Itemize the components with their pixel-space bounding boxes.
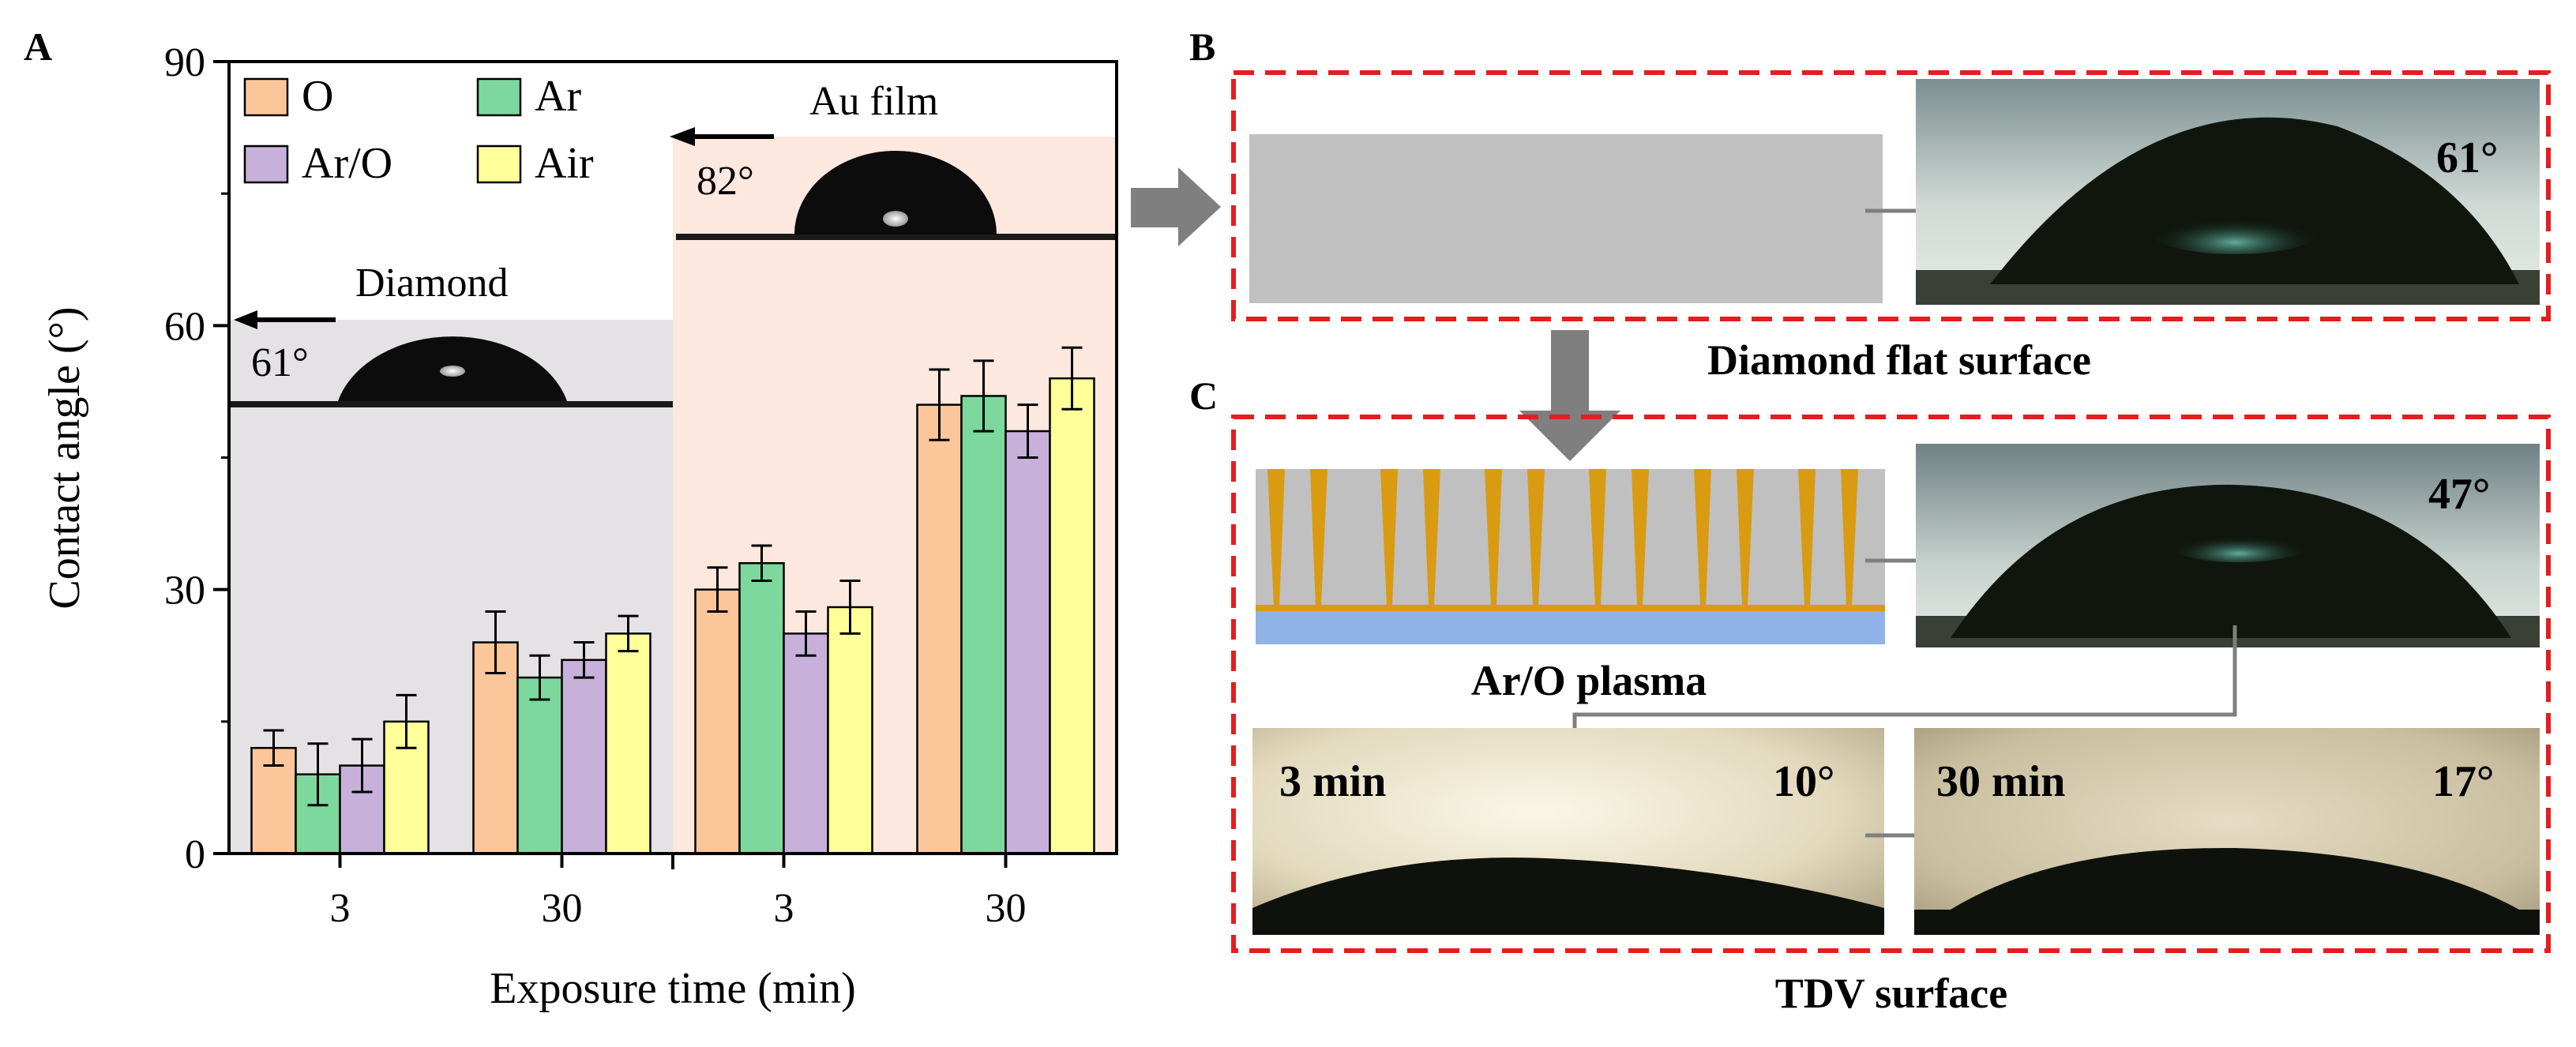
tdv-30min-angle: 17° xyxy=(2432,757,2494,806)
au-film-angle: 82° xyxy=(697,159,754,204)
diamond-arrow xyxy=(234,310,336,329)
error-bar xyxy=(929,368,950,441)
tdv-schematic xyxy=(1256,469,1885,644)
bar-o-3 xyxy=(916,403,963,855)
legend-item: Ar xyxy=(476,72,581,121)
bar-ar-o-2 xyxy=(783,632,829,855)
legend-label: Ar xyxy=(535,72,581,121)
via-left-wall xyxy=(1694,469,1711,606)
error-bar xyxy=(751,544,772,583)
panel-c-plasma-caption: Ar/O plasma xyxy=(1471,657,1707,704)
panel-b-label: B xyxy=(1189,24,1215,69)
error-bars xyxy=(263,346,1083,807)
x-tick-label: 30 xyxy=(542,886,583,931)
diamond-label: Diamond xyxy=(355,261,509,306)
tdv-3min-time: 3 min xyxy=(1279,757,1386,806)
error-bar xyxy=(795,610,817,657)
au-film-label: Au film xyxy=(809,79,938,124)
bar-ar-o-3 xyxy=(1004,430,1051,855)
via-right-wall xyxy=(1527,469,1545,606)
diamond-contact-photo: 61° xyxy=(1916,79,2540,305)
error-bar xyxy=(573,641,595,679)
au-film-droplet-image xyxy=(676,151,1117,240)
panel-c-frame xyxy=(1231,415,2551,953)
panel-c-caption: TDV surface xyxy=(1775,970,2007,1017)
via-right-wall xyxy=(1423,469,1440,606)
legend-swatch xyxy=(243,77,289,117)
legend-label: O xyxy=(302,72,333,121)
chart-area: Diamond 61° Au film 82° 0 30 60 90 3 30 3 30 E… xyxy=(40,40,1118,1013)
bar-ar-3 xyxy=(960,395,1007,855)
au-film-arrow xyxy=(670,127,774,146)
diamond-flat-substrate xyxy=(1249,134,1883,303)
x-axis-label: Exposure time (min) xyxy=(490,964,855,1013)
error-bar xyxy=(973,359,994,433)
legend-swatch xyxy=(476,144,522,184)
tdv-30min-photo: 30 min 17° xyxy=(1914,728,2540,935)
via-left-wall xyxy=(1485,469,1502,606)
panel-c-label: C xyxy=(1189,373,1218,418)
via-left-wall xyxy=(1267,469,1285,606)
via-left-wall xyxy=(1380,469,1398,606)
diamond-contact-angle: 61° xyxy=(2436,133,2498,182)
error-bar xyxy=(485,610,506,675)
y-tick-label: 30 xyxy=(164,569,205,614)
panel-b-caption: Diamond flat surface xyxy=(1707,336,2091,384)
x-tick-label: 3 xyxy=(330,886,351,931)
via-left-wall xyxy=(1798,469,1816,606)
legend-label: Air xyxy=(535,139,594,188)
y-ticks: 0 30 60 90 xyxy=(164,40,229,877)
bar-ar-2 xyxy=(738,561,785,855)
x-ticks: 3 30 3 30 xyxy=(330,854,1027,931)
x-tick-label: 3 xyxy=(774,886,794,931)
error-bar xyxy=(263,729,284,767)
legend-item: Air xyxy=(476,139,594,188)
y-tick-label: 60 xyxy=(164,304,205,349)
error-bar xyxy=(839,580,861,635)
via-left-wall xyxy=(1589,469,1606,606)
tdv-30min-time: 30 min xyxy=(1936,757,2065,806)
panel-b-frame xyxy=(1231,70,2551,321)
error-bar xyxy=(618,614,639,653)
arrow-a-to-b xyxy=(1131,167,1221,246)
error-bar xyxy=(1017,403,1038,459)
error-bar xyxy=(351,737,373,794)
arrow-b-to-c xyxy=(1519,330,1620,461)
panel-a-label: A xyxy=(24,24,52,69)
via-right-wall xyxy=(1310,469,1327,606)
bar-o-1 xyxy=(472,641,519,855)
legend-swatch xyxy=(476,77,522,117)
legend-item: Ar/O xyxy=(243,139,392,188)
error-bar xyxy=(1061,346,1083,411)
plasma-contact-photo: 47° xyxy=(1916,444,2540,647)
bar-air-1 xyxy=(605,632,652,855)
bar-o-2 xyxy=(694,588,741,855)
diamond-droplet-image xyxy=(231,336,673,407)
via-right-wall xyxy=(1841,469,1858,606)
error-bar xyxy=(529,654,550,701)
plasma-contact-angle: 47° xyxy=(2428,470,2490,519)
bar-ar-1 xyxy=(516,676,563,855)
error-bar xyxy=(396,693,417,749)
legend-label: Ar/O xyxy=(302,139,392,188)
bar-air-3 xyxy=(1049,377,1095,855)
tdv-3min-angle: 10° xyxy=(1773,757,1834,806)
bar-air-2 xyxy=(827,606,873,855)
legend-item: O xyxy=(243,72,333,121)
error-bar xyxy=(707,566,728,614)
tdv-3min-photo: 3 min 10° xyxy=(1252,728,1884,935)
y-tick-label: 0 xyxy=(185,832,205,877)
gold-vias xyxy=(1267,469,1858,606)
legend-swatch xyxy=(243,144,289,184)
diamond-angle: 61° xyxy=(251,340,309,385)
y-axis-label: Contact angle (°) xyxy=(40,306,89,609)
via-right-wall xyxy=(1632,469,1649,606)
bar-ar-o-1 xyxy=(561,659,607,855)
x-tick-label: 30 xyxy=(986,886,1027,931)
via-right-wall xyxy=(1737,469,1754,606)
y-tick-label: 90 xyxy=(164,40,205,85)
error-bar xyxy=(307,742,329,807)
